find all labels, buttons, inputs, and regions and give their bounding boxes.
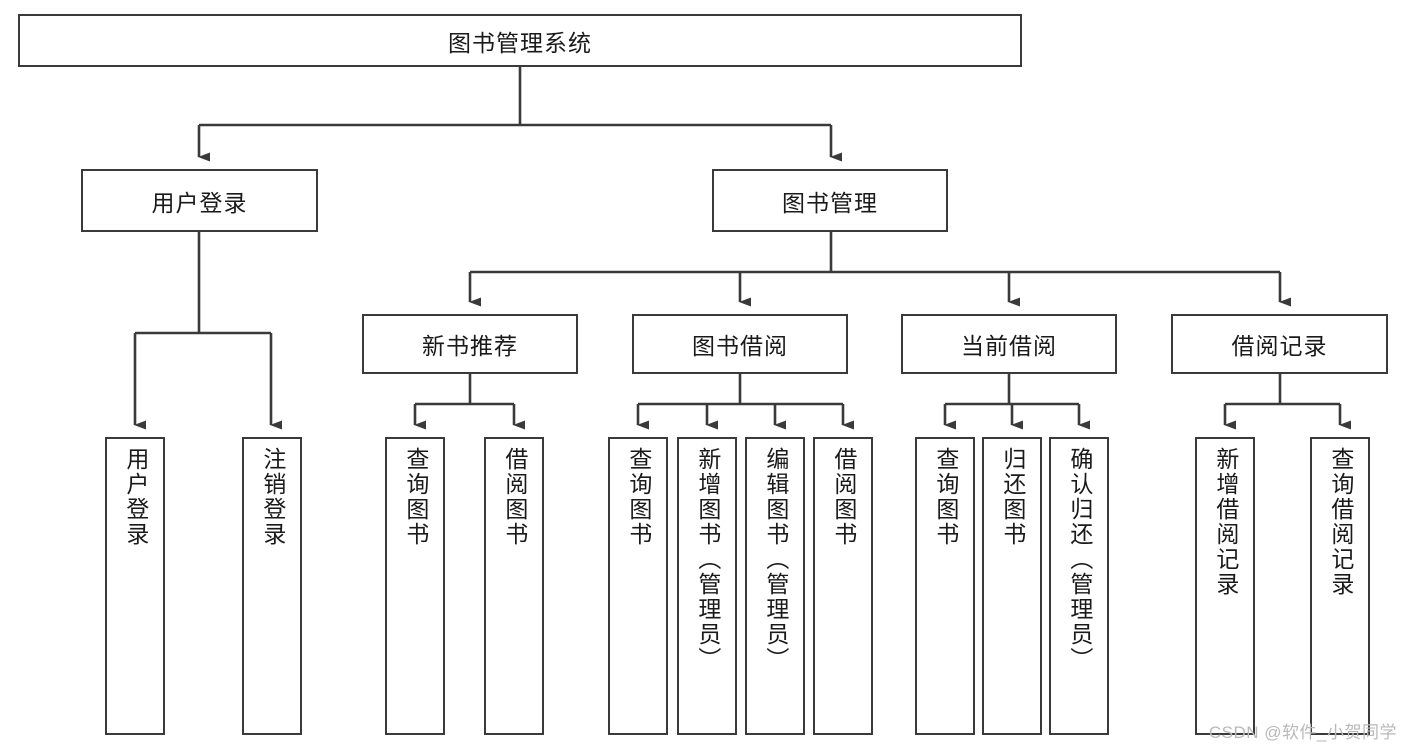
leaf-label: 归还图书 [999,447,1026,547]
leaf-current-borrow-query-book[interactable]: 查询图书 [915,437,975,735]
leaf-label: 新增借阅记录 [1212,447,1239,597]
leaf-borrow-record-query-record[interactable]: 查询借阅记录 [1310,437,1370,735]
leaf-book-borrow-edit-book-admin[interactable]: 编辑图书（管理员） [745,437,805,735]
node-label: 新书推荐 [422,333,518,359]
node-label: 用户登录 [151,189,248,216]
leaf-label: 借阅图书 [501,447,528,547]
leaf-user-login-logout[interactable]: 注销登录 [242,437,302,735]
node-current-borrow[interactable]: 当前借阅 [901,314,1117,374]
node-root-book-management-system[interactable]: 图书管理系统 [18,14,1022,67]
leaf-book-borrow-query-book[interactable]: 查询图书 [608,437,668,735]
node-book-management[interactable]: 图书管理 [712,169,948,232]
csdn-watermark: CSDN @软件_小贺同学 [1208,723,1397,742]
node-label: 图书借阅 [692,333,788,359]
leaf-label: 确认归还（管理员） [1066,447,1093,672]
leaf-label: 查询图书 [932,447,959,547]
node-book-borrow[interactable]: 图书借阅 [632,314,848,374]
node-label: 图书管理 [782,189,878,216]
node-user-login[interactable]: 用户登录 [81,169,318,232]
leaf-label: 查询图书 [625,447,652,547]
leaf-label: 用户登录 [122,447,149,547]
node-borrow-record[interactable]: 借阅记录 [1171,314,1388,374]
node-label: 当前借阅 [961,333,1057,359]
leaf-label: 查询借阅记录 [1327,447,1354,597]
leaf-label: 新增图书（管理员） [694,447,721,672]
leaf-book-borrow-add-book-admin[interactable]: 新增图书（管理员） [677,437,737,735]
leaf-label: 借阅图书 [830,447,857,547]
leaf-label: 注销登录 [259,447,286,547]
leaf-new-book-query-book[interactable]: 查询图书 [385,437,445,735]
leaf-label: 编辑图书（管理员） [762,447,789,672]
leaf-borrow-record-add-record[interactable]: 新增借阅记录 [1195,437,1255,735]
node-label: 图书管理系统 [448,29,592,56]
node-label: 借阅记录 [1231,333,1328,359]
leaf-current-borrow-return-book[interactable]: 归还图书 [982,437,1042,735]
leaf-label: 查询图书 [402,447,429,547]
leaf-user-login-login[interactable]: 用户登录 [105,437,165,735]
node-new-book-recommend[interactable]: 新书推荐 [362,314,578,374]
leaf-book-borrow-borrow-book[interactable]: 借阅图书 [813,437,873,735]
leaf-current-borrow-confirm-return-admin[interactable]: 确认归还（管理员） [1049,437,1109,735]
leaf-new-book-borrow-book[interactable]: 借阅图书 [484,437,544,735]
